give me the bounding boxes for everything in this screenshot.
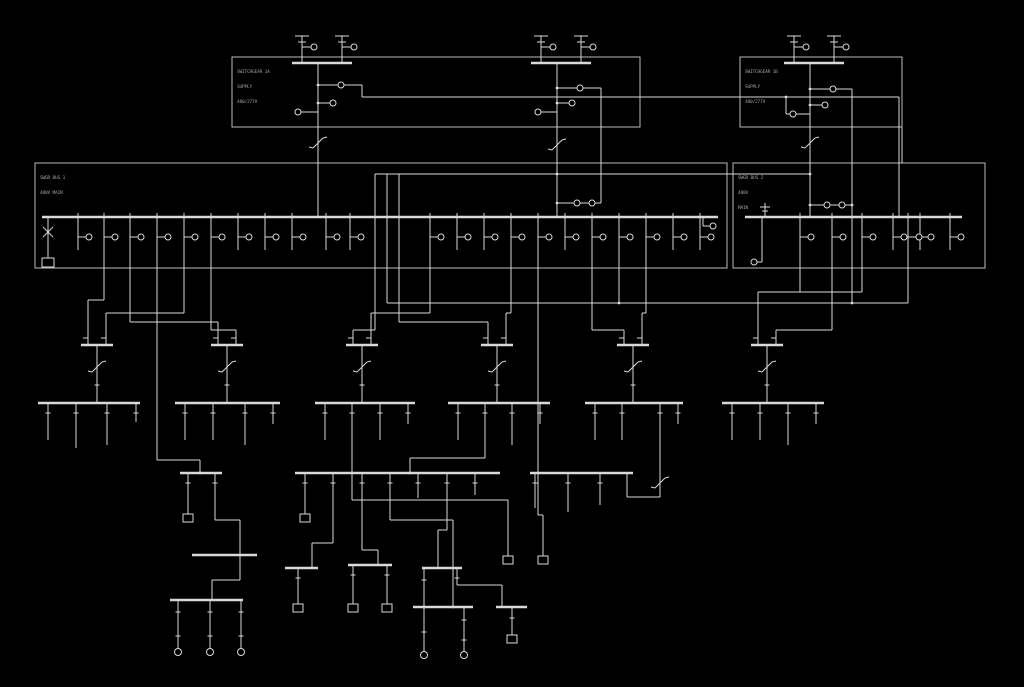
switchgear-1a-label: SWITCHGEAR 1A SUPPLY 480/277V [237, 60, 270, 115]
label-line: 480/277V [237, 100, 258, 105]
bus-bars [38, 61, 962, 609]
label-line: 480V [738, 191, 749, 196]
swgr-bus-1-label: SWGR BUS 1 480V MAIN [40, 166, 65, 206]
swgr-bus-2-label: SWGR BUS 2 480V MAIN [738, 166, 763, 221]
junction-dots [198, 83, 854, 609]
load-symbols [41, 257, 549, 644]
label-line: SWITCHGEAR 1A [237, 70, 270, 75]
label-line: SWITCHGEAR 1B [745, 70, 778, 75]
label-line: SUPPLY [237, 85, 253, 90]
label-line: SUPPLY [745, 85, 761, 90]
label-line: 480/277V [745, 100, 766, 105]
wiring-lines [42, 35, 958, 651]
label-line: 480V MAIN [40, 191, 63, 196]
switchgear-1b-label: SWITCHGEAR 1B SUPPLY 480/277V [745, 60, 778, 115]
label-line: SWGR BUS 2 [738, 176, 764, 181]
label-line: SWGR BUS 1 [40, 176, 66, 181]
enclosure-boxes [34, 56, 986, 269]
meter-circles [85, 43, 965, 659]
label-line: MAIN [738, 206, 749, 211]
